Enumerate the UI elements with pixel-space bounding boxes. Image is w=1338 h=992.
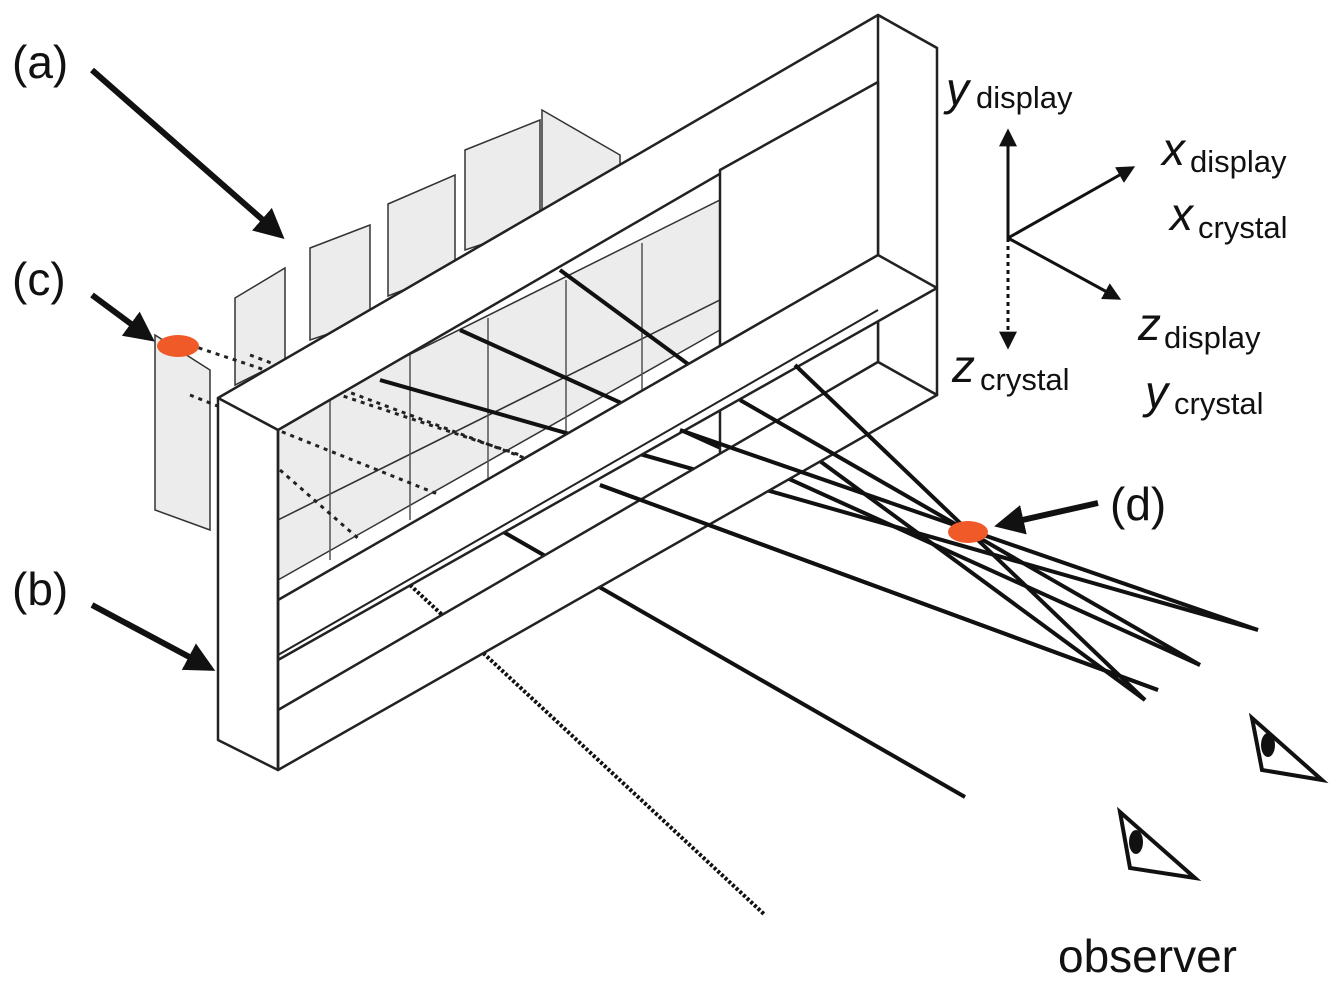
- svg-text:z: z: [951, 340, 975, 392]
- arrow-a: [90, 67, 285, 239]
- axes-glyph: [999, 128, 1136, 350]
- eye-icon: [1117, 806, 1202, 882]
- svg-text:crystal: crystal: [1174, 386, 1264, 421]
- marker-d: [948, 521, 988, 543]
- label-c: (c): [12, 253, 66, 305]
- svg-text:y: y: [1142, 366, 1171, 418]
- axis-label-x-display: x display: [1160, 123, 1287, 179]
- panel-1: [154, 333, 211, 532]
- svg-text:display: display: [976, 80, 1073, 115]
- arrow-c: [90, 292, 155, 342]
- label-a: (a): [12, 36, 68, 88]
- axis-label-z-display: z display: [1137, 298, 1261, 355]
- axis-label-y-crystal: y crystal: [1142, 366, 1264, 421]
- svg-text:x: x: [1168, 188, 1195, 240]
- arrow-d: [994, 500, 1099, 535]
- axis-label-y-display: y display: [943, 63, 1073, 115]
- arrow-b: [90, 602, 216, 671]
- svg-text:crystal: crystal: [980, 362, 1070, 397]
- dotted-lines: [189, 343, 531, 542]
- svg-text:x: x: [1160, 123, 1187, 175]
- svg-text:z: z: [1137, 298, 1161, 350]
- svg-text:y: y: [943, 63, 972, 115]
- label-b: (b): [12, 563, 68, 615]
- axis-label-z-crystal: z crystal: [951, 340, 1070, 397]
- crystal-panels: [154, 108, 721, 582]
- svg-text:crystal: crystal: [1198, 210, 1288, 245]
- eye-icon: [1248, 712, 1329, 784]
- marker-c: [157, 335, 199, 357]
- svg-text:display: display: [1164, 320, 1261, 355]
- label-d: (d): [1110, 478, 1166, 530]
- observer-label: observer: [1058, 930, 1237, 982]
- axis-label-x-crystal: x crystal: [1168, 188, 1288, 245]
- svg-text:display: display: [1190, 144, 1287, 179]
